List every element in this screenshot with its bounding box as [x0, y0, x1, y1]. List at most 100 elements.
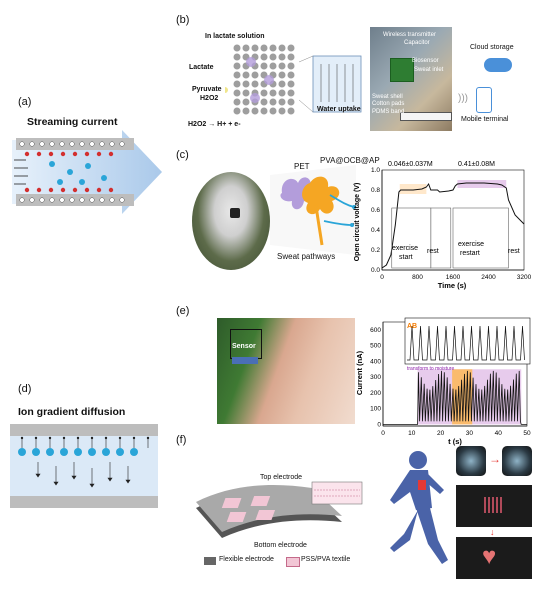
chart-c-xlabel: Time (s) [438, 281, 467, 290]
solution-title: In lactate solution [205, 33, 265, 40]
ab-label: AB [407, 323, 417, 330]
y-tick-label: 100 [370, 406, 381, 413]
chart-frame [381, 169, 525, 271]
chart-e-xlabel: t (s) [448, 437, 462, 446]
panel-f-label: (f) [176, 434, 187, 446]
heart-pattern-dim [484, 497, 502, 513]
wifi-icon: ))) [458, 93, 468, 104]
x-tick-label: 40 [495, 430, 503, 437]
panel-b-label: (b) [176, 14, 190, 26]
region-label-3b: restart [460, 250, 480, 257]
legend-flexible-swatch [204, 557, 216, 565]
y-tick-label: 0.0 [371, 267, 380, 274]
lactate-diagram [225, 44, 362, 115]
x-tick-label: 3200 [517, 274, 532, 281]
y-tick-label: 300 [370, 374, 381, 381]
pet-label: PET [294, 162, 310, 171]
x-tick-label: 0 [381, 430, 385, 437]
pdms-band [400, 112, 452, 121]
annotation-2: 0.41±0.08M [458, 161, 495, 168]
sensor-label: Sensor [232, 343, 256, 350]
phone-icon [476, 87, 492, 113]
electrode-diagram [196, 481, 363, 538]
chart-region-exercise-start [399, 184, 427, 194]
chart-c-ylabel: Open circuit voltage (V) [354, 183, 361, 262]
legend-textile-swatch [286, 557, 300, 567]
legend-flexible-label: Flexible electrode [219, 556, 274, 563]
y-tick-label: 200 [370, 390, 381, 397]
y-tick-label: 0.8 [371, 187, 380, 194]
panel-c-label: (c) [176, 149, 189, 161]
cloud-icon [484, 58, 512, 72]
sweat-pathway-diagram [270, 165, 356, 255]
region-label-3a: exercise [458, 241, 484, 248]
y-tick-label: 1.0 [371, 167, 380, 174]
inset-label: transform to moisture [407, 366, 454, 372]
pyruvate-label: Pyruvate [192, 86, 222, 93]
heart-icon: ♥ [482, 543, 497, 570]
h2o2-label: H2O2 [200, 95, 219, 102]
inset-signal [407, 325, 525, 361]
annotation-1: 0.046±0.037M [388, 161, 433, 168]
region-label-1a: exercise [392, 245, 418, 252]
mouth-sensor-photo [217, 318, 355, 424]
x-tick-label: 30 [466, 430, 474, 437]
streaming-current-diagram [12, 130, 162, 214]
runner-photo [192, 172, 270, 270]
device-label-1: Wireless transmitter [383, 32, 437, 38]
pva-label: PVA@OCB@AP [320, 156, 380, 165]
lactate-label: Lactate [189, 64, 214, 71]
water-uptake-label: Water uptake [317, 106, 361, 113]
watch-photo-1 [456, 446, 486, 476]
voltage-line [381, 182, 525, 269]
bottom-electrode-label: Bottom electrode [254, 542, 307, 549]
sensor-strip [232, 357, 258, 364]
panel-a-label: (a) [18, 96, 32, 108]
sweat-pathways-label: Sweat pathways [277, 252, 336, 261]
y-tick-label: 0.4 [371, 227, 380, 234]
shirt-photo-2: ♥ [456, 537, 532, 579]
x-tick-label: 0 [380, 274, 384, 281]
region-box-2 [430, 207, 452, 269]
shirt-photo-1 [456, 485, 532, 527]
arrow-down-icon: ↓ [490, 527, 495, 537]
inset-box [404, 317, 531, 365]
x-tick-label: 800 [412, 274, 423, 281]
ion-diffusion-diagram [10, 424, 158, 508]
panel-a-title: Streaming current [27, 116, 118, 128]
region-label-4: rest [508, 248, 520, 255]
device-label-5: Sweat shell [372, 94, 403, 100]
region-box-3 [452, 207, 509, 269]
cloud-storage-label: Cloud storage [470, 44, 514, 51]
device-module [390, 58, 414, 82]
x-tick-label: 10 [408, 430, 416, 437]
jacket-logo [230, 208, 240, 218]
region-label-1b: start [399, 254, 413, 261]
chart-region-exercise-restart [457, 180, 507, 188]
arrow-right-icon: → [489, 452, 501, 466]
device-label-4: Sweat inlet [414, 67, 444, 73]
y-tick-label: 600 [370, 327, 381, 334]
mobile-terminal-label: Mobile terminal [461, 116, 509, 123]
reaction-label: H2O2 → H+ + e- [188, 121, 241, 128]
legend-textile-label: PSS/PVA textile [301, 556, 351, 563]
y-tick-label: 500 [370, 343, 381, 350]
region-label-2: rest [427, 248, 439, 255]
x-tick-label: 50 [523, 430, 531, 437]
current-line [383, 370, 527, 425]
device-label-7: PDMS band [372, 109, 405, 115]
y-tick-label: 0.6 [371, 207, 380, 214]
y-tick-label: 400 [370, 358, 381, 365]
x-tick-label: 20 [437, 430, 445, 437]
panel-d-label: (d) [18, 383, 32, 395]
y-tick-label: 0.2 [371, 247, 380, 254]
top-electrode-label: Top electrode [260, 474, 303, 481]
y-tick-label: 0 [377, 421, 381, 428]
runner-silhouette [390, 451, 448, 564]
x-tick-label: 1600 [446, 274, 461, 281]
device-label-2: Capacitor [404, 40, 430, 46]
chart-e-ylabel: Current (nA) [355, 350, 364, 395]
watch-photo-2 [502, 446, 532, 476]
